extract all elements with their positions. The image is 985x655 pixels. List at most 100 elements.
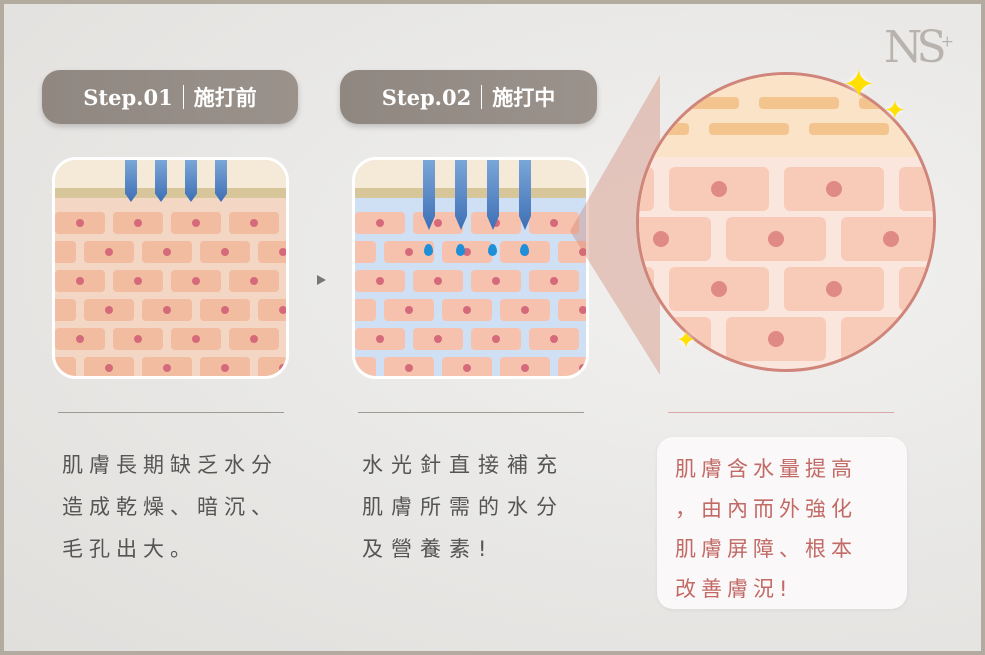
skin-cell: [500, 357, 550, 376]
skin-cell: [84, 357, 134, 376]
skin-cell: [669, 167, 769, 211]
water-drop-icon: [488, 244, 497, 256]
skin-layer-band: [759, 97, 839, 109]
skin-cell: [171, 212, 221, 234]
skin-cell: [384, 357, 434, 376]
skin-cell: [639, 317, 711, 361]
skin-cell: [841, 317, 933, 361]
water-drop-icon: [424, 244, 433, 256]
skin-cell: [413, 328, 463, 350]
sparkle-icon: ✦: [842, 62, 876, 108]
skin-cell: [55, 328, 105, 350]
skin-cell: [784, 267, 884, 311]
step-02-badge: Step.02 施打中: [340, 70, 597, 124]
skin-cell: [355, 299, 376, 321]
skin-cell: [355, 328, 405, 350]
arrow-right-icon: [317, 275, 326, 285]
result-description: 肌膚含水量提高，由內而外強化肌膚屏障、根本改善膚況!: [675, 457, 857, 601]
skin-during-illustration: [352, 157, 589, 379]
divider-line: [58, 412, 284, 413]
skin-cell: [529, 328, 579, 350]
skin-cell: [84, 241, 134, 263]
skin-cell: [558, 299, 586, 321]
skin-cell: [287, 212, 289, 234]
skin-cell: [587, 328, 589, 350]
skin-cell: [355, 357, 376, 376]
step-02-description: 水光針直接補充肌膚所需的水分及營養素!: [362, 453, 565, 561]
skin-cell: [287, 270, 289, 292]
skin-cell: [355, 241, 376, 263]
skin-cell: [55, 270, 105, 292]
skin-cell: [55, 212, 105, 234]
skin-cell: [355, 212, 405, 234]
skin-cell: [113, 328, 163, 350]
skin-cell: [529, 270, 579, 292]
result-card: 肌膚含水量提高，由內而外強化肌膚屏障、根本改善膚況!: [657, 437, 907, 609]
skin-cell: [84, 299, 134, 321]
skin-cell: [55, 241, 76, 263]
skin-cell: [258, 241, 286, 263]
skin-cell: [413, 270, 463, 292]
skin-before-illustration: [52, 157, 289, 379]
skin-cell: [639, 267, 654, 311]
skin-layer-band: [659, 97, 739, 109]
skin-cell: [529, 212, 579, 234]
skin-cell: [841, 217, 933, 261]
skin-layer-band: [709, 123, 789, 135]
skin-cell: [287, 328, 289, 350]
sparkle-icon: ✦: [676, 326, 697, 354]
skin-cell: [171, 270, 221, 292]
skin-cell: [500, 299, 550, 321]
skin-cell: [142, 357, 192, 376]
skin-cell: [384, 299, 434, 321]
skin-cell: [558, 241, 586, 263]
skin-cell: [442, 299, 492, 321]
skin-cell: [258, 299, 286, 321]
step-label: 施打前: [193, 85, 257, 110]
needle-icon: [519, 160, 531, 230]
skin-cell: [171, 328, 221, 350]
skin-layer-band: [809, 123, 889, 135]
skin-cell: [384, 241, 434, 263]
skin-layer-band: [909, 123, 933, 135]
skin-cell: [355, 270, 405, 292]
skin-cell: [229, 328, 279, 350]
skin-layer-band: [859, 97, 933, 109]
skin-cell: [258, 357, 286, 376]
skin-cell: [55, 299, 76, 321]
step-01-description: 肌膚長期缺乏水分造成乾燥、暗沉、毛孔出大。: [62, 453, 278, 561]
skin-cell: [229, 270, 279, 292]
skin-magnified-illustration: [636, 72, 936, 372]
needle-icon: [155, 160, 167, 202]
sparkle-icon: ✦: [884, 96, 906, 126]
brand-logo: NS+: [884, 22, 955, 73]
skin-cell: [669, 267, 769, 311]
divider-line: [358, 412, 584, 413]
skin-cell: [726, 317, 826, 361]
skin-cell: [200, 241, 250, 263]
skin-cell: [899, 167, 933, 211]
skin-cell: [113, 212, 163, 234]
needle-icon: [423, 160, 435, 230]
divider: [182, 85, 184, 109]
step-label: 施打中: [492, 85, 556, 110]
skin-cell: [442, 241, 492, 263]
skin-cell: [639, 217, 711, 261]
skin-layer-band: [639, 123, 689, 135]
skin-cell: [726, 217, 826, 261]
skin-cell: [142, 241, 192, 263]
skin-cell: [471, 328, 521, 350]
skin-cell: [142, 299, 192, 321]
needle-icon: [215, 160, 227, 202]
needle-icon: [455, 160, 467, 230]
step-number: Step.02: [381, 84, 472, 110]
skin-cell: [229, 212, 279, 234]
skin-cell: [784, 167, 884, 211]
skin-cell: [899, 267, 933, 311]
skin-cell: [587, 270, 589, 292]
skin-cell: [639, 167, 654, 211]
divider: [481, 85, 483, 109]
water-drop-icon: [520, 244, 529, 256]
divider-line: [668, 412, 894, 413]
